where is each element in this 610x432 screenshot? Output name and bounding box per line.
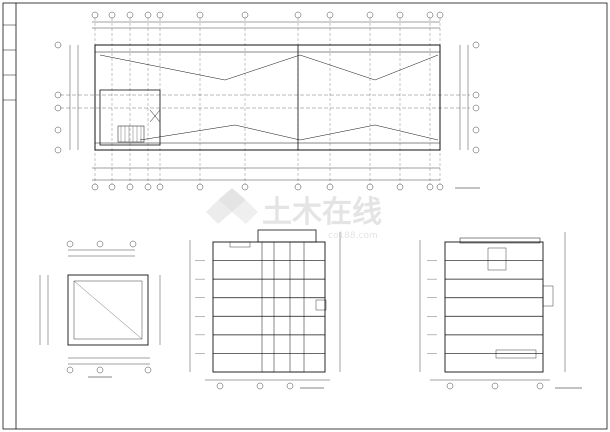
watermark-logo-icon [206,188,258,224]
axis-bubble [294,11,302,19]
axis-bubble [472,91,480,99]
axis-bubble [156,11,164,19]
axis-bubble [196,11,204,19]
axis-bubble [108,183,116,191]
axis-bubble [426,183,434,191]
section-1-1 [189,229,341,390]
axis-bubble [472,126,480,134]
axis-bubble [126,183,134,191]
axis-bubble [472,41,480,49]
bottom-axis-bubbles [91,183,444,191]
axis-bubble [54,146,62,154]
section-1-floor-slabs [195,260,325,354]
axis-bubble [108,11,116,19]
axis-bubble [91,183,99,191]
axis-bubble [196,183,204,191]
axis-bubble [54,126,62,134]
axis-bubble [156,183,164,191]
watermark-site-text: co188.com [328,231,378,241]
axis-bubble [144,11,152,19]
plan-grid-verticals [94,18,441,184]
axis-bubble [436,183,444,191]
axis-bubble [91,11,99,19]
axis-bubble [436,11,444,19]
roof-plan [54,11,480,191]
side-axis-bubbles [54,41,480,154]
section-2-floor-slabs [427,260,543,354]
axis-bubble [472,104,480,112]
axis-bubble [326,11,334,19]
section-2-2 [419,232,582,390]
axis-bubble [426,11,434,19]
axis-bubble [326,183,334,191]
axis-bubble [472,146,480,154]
stair-roof-plan [39,240,161,378]
axis-bubble [396,183,404,191]
axis-bubble [396,11,404,19]
axis-bubble [294,183,302,191]
watermark-brand-text: 土木在线 [262,195,382,230]
axis-bubble [241,11,249,19]
axis-bubble [126,11,134,19]
axis-bubble [54,41,62,49]
axis-bubble [241,183,249,191]
top-axis-bubbles [91,11,444,19]
axis-bubble [366,11,374,19]
watermark: 土木在线 co188.com [206,188,382,241]
axis-bubble [144,183,152,191]
axis-bubble [54,91,62,99]
axis-bubble [366,183,374,191]
axis-bubble [54,104,62,112]
title-block-strip [3,3,17,429]
